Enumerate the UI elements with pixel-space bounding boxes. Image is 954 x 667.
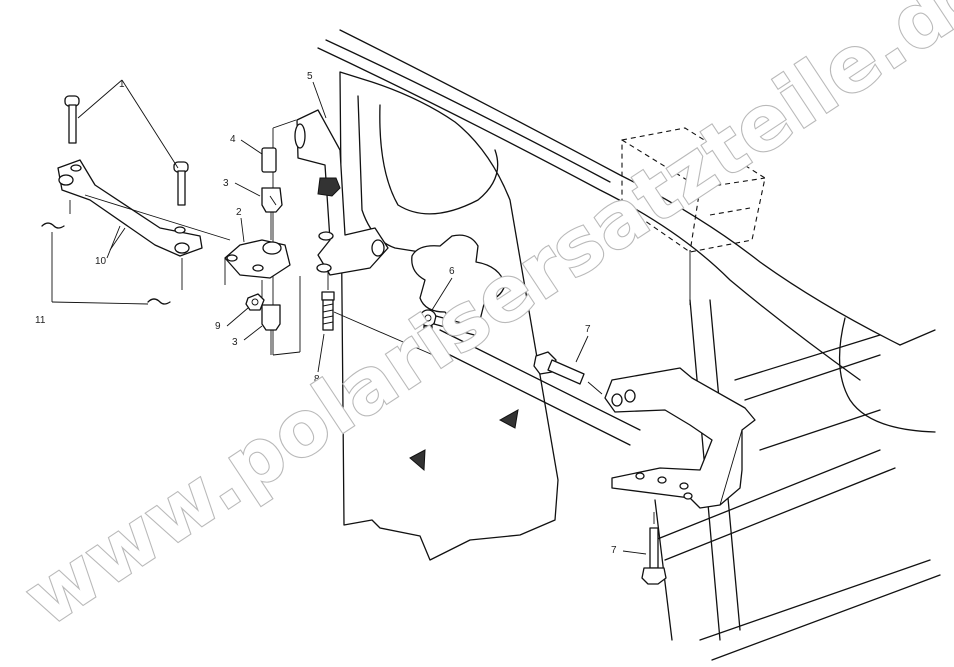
callout-11: 11 — [35, 315, 46, 326]
hinge-plate-part-2 — [224, 239, 291, 300]
callout-1: 1 — [119, 79, 125, 90]
nut-part-9 — [245, 293, 265, 311]
pin-part-1 — [64, 79, 189, 206]
eye-bolt-part-6 — [419, 309, 481, 343]
watermark-text: www.polarisersatzteile.de — [9, 0, 954, 643]
callout-4: 4 — [230, 134, 236, 145]
vehicle-frame — [317, 29, 941, 661]
bushing-and-spacer-parts — [261, 147, 283, 355]
bolt-part-7 — [533, 351, 667, 585]
callout-6: 6 — [449, 266, 455, 277]
callout-10: 10 — [95, 256, 107, 267]
mounting-bracket — [604, 367, 756, 509]
callout-8: 8 — [314, 374, 320, 385]
callout-3-lower: 3 — [232, 337, 238, 348]
phantom-component — [621, 127, 766, 305]
link-arm-part-10 — [57, 159, 231, 290]
callout-7-lower: 7 — [611, 545, 617, 556]
callout-3-upper: 3 — [223, 178, 229, 189]
callout-2: 2 — [236, 207, 242, 218]
callout-7-upper: 7 — [585, 324, 591, 335]
bolt-part-8 — [321, 270, 441, 359]
callout-labels: 1 2 3 3 4 5 6 7 7 8 9 10 11 — [35, 71, 647, 556]
cotter-pin-part-11 — [41, 222, 171, 305]
callout-9: 9 — [215, 321, 221, 332]
callout-5: 5 — [307, 71, 313, 82]
